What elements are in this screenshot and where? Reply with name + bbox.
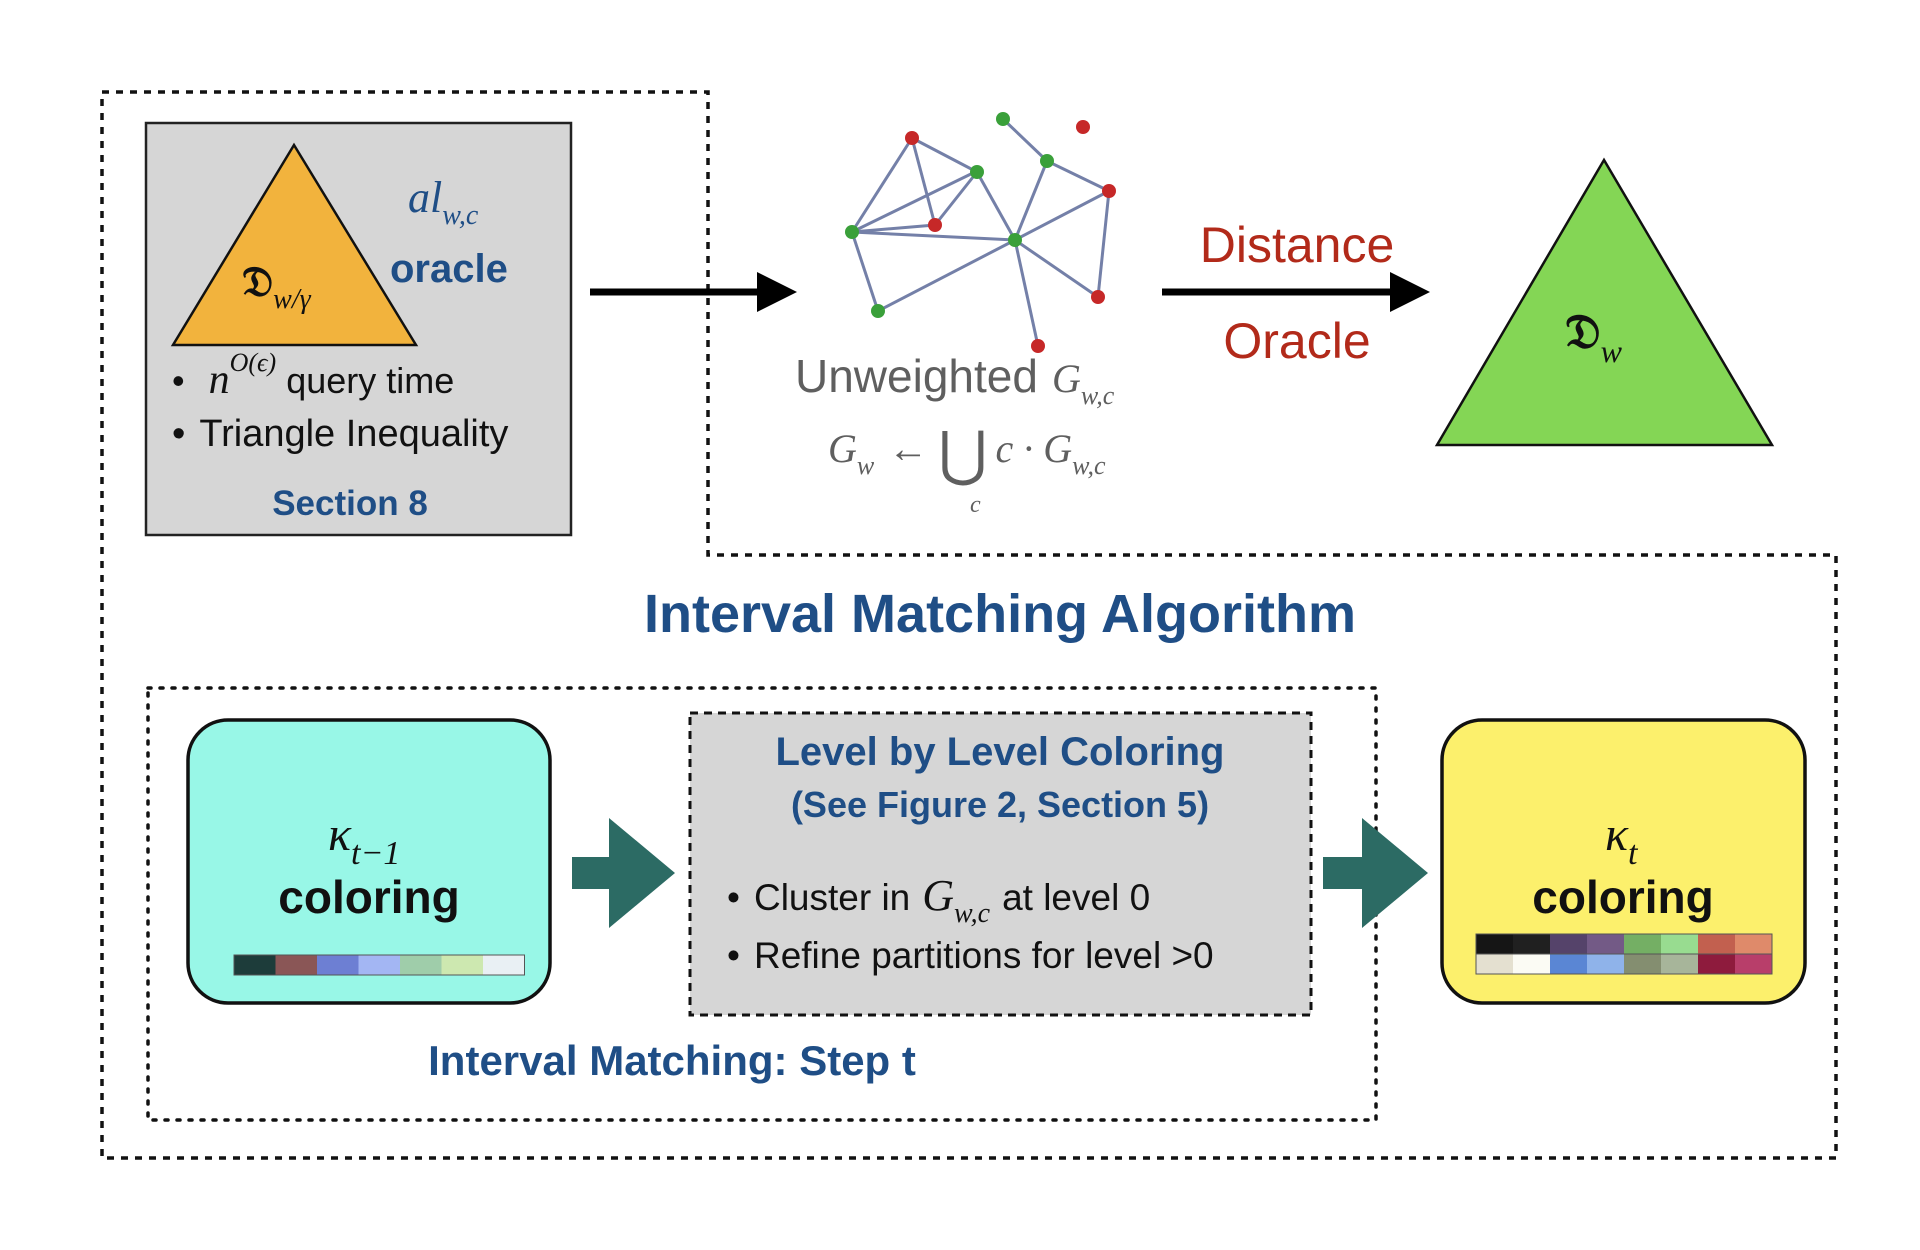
- palette-swatch: [1476, 934, 1513, 954]
- palette-swatch: [1624, 934, 1661, 954]
- arrow-to-distance-oracle: [1162, 272, 1430, 312]
- graph-node: [845, 225, 859, 239]
- palette-swatch: [1513, 934, 1550, 954]
- palette-swatch: [275, 955, 317, 975]
- bullet-query-time: • nO(ϵ)query time: [172, 348, 454, 403]
- palette-swatch: [441, 955, 483, 975]
- palette-swatch: [234, 955, 276, 975]
- graph-node: [1008, 233, 1022, 247]
- palette-swatch: [1661, 954, 1698, 974]
- next-coloring-label: coloring: [1532, 871, 1713, 923]
- prev-palette: [233, 954, 525, 976]
- algorithm-boundary: [100, 90, 1838, 1160]
- graph-node: [1076, 120, 1090, 134]
- palette-swatch: [1698, 934, 1735, 954]
- distance-label: Distance: [1200, 217, 1395, 273]
- teal-arrow-left: [572, 818, 675, 928]
- palette-border: [1475, 953, 1773, 975]
- graph-node: [996, 112, 1010, 126]
- palette-swatch: [1735, 954, 1772, 974]
- level-bullet-refine: •Refine partitions for level >0: [727, 935, 1214, 976]
- arrow-to-graph: [590, 272, 797, 312]
- oracle-label: oracle: [390, 247, 508, 291]
- distance-oracle-symbol: 𝔇w: [1565, 304, 1623, 369]
- union-index: c: [970, 492, 981, 518]
- palette-swatch: [1698, 954, 1735, 974]
- next-palette: [1475, 933, 1773, 975]
- bullet-triangle-inequality: •Triangle Inequality: [172, 413, 508, 455]
- palette-swatch: [1476, 954, 1513, 974]
- palette-swatch: [1661, 934, 1698, 954]
- palette-swatch: [400, 955, 442, 975]
- section-label: Section 8: [272, 484, 428, 523]
- palette-swatch: [1587, 934, 1624, 954]
- level-subtitle: (See Figure 2, Section 5): [791, 784, 1209, 825]
- palette-border: [233, 954, 525, 976]
- palette-swatch: [1513, 954, 1550, 974]
- oracle-red-label: Oracle: [1223, 313, 1370, 369]
- triangle-oracle-symbol: 𝔇w/γ: [242, 257, 312, 315]
- graph-node: [1031, 339, 1045, 353]
- graph-node: [970, 165, 984, 179]
- palette-swatch: [1550, 934, 1587, 954]
- graph-node: [1102, 184, 1116, 198]
- graph-node: [1040, 154, 1054, 168]
- orange-triangle: [170, 142, 419, 347]
- graph-node: [928, 218, 942, 232]
- palette-swatch: [1624, 954, 1661, 974]
- palette-swatch: [317, 955, 359, 975]
- graph-node: [905, 131, 919, 145]
- kappa-next-symbol: κt: [1605, 808, 1639, 872]
- prev-coloring-label: coloring: [278, 871, 459, 923]
- graph-node: [871, 304, 885, 318]
- green-triangle: [1434, 157, 1775, 447]
- palette-swatch: [358, 955, 400, 975]
- oracle-box: 𝔇w/γ alw,c oracle • nO(ϵ)query time •Tri…: [144, 121, 573, 537]
- palette-swatch: [1735, 934, 1772, 954]
- algorithm-title: Interval Matching Algorithm: [644, 584, 1356, 644]
- next-coloring-box: κt coloring: [1440, 718, 1807, 1005]
- palette-swatch: [1587, 954, 1624, 974]
- union-formula: Gw←⋃c · Gw,c: [828, 421, 1106, 487]
- level-title: Level by Level Coloring: [775, 730, 1224, 774]
- step-title: Interval Matching: Step t: [428, 1037, 916, 1084]
- graph-node: [1091, 290, 1105, 304]
- level-coloring-box: Level by Level Coloring (See Figure 2, S…: [688, 711, 1313, 1017]
- al-symbol: alw,c: [408, 173, 479, 231]
- palette-swatch: [1550, 954, 1587, 974]
- prev-coloring-box: κt−1 coloring: [186, 718, 552, 1005]
- kappa-prev-symbol: κt−1: [328, 808, 400, 872]
- unweighted-graph: [845, 112, 1116, 353]
- palette-swatch: [483, 955, 525, 975]
- teal-arrow-right: [1323, 818, 1428, 928]
